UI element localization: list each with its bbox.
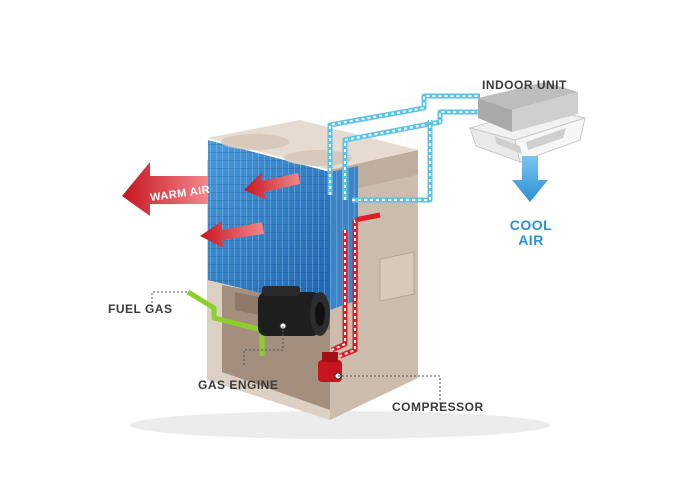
- cool-refrigerant-pipes: [327, 93, 486, 203]
- label-fuel-gas: FUEL GAS: [108, 302, 173, 316]
- warm-air-arrow-small-1: [244, 172, 300, 200]
- indoor-unit-cassette: [468, 82, 587, 163]
- ground-shadow: [130, 411, 550, 439]
- label-gas-engine: GAS ENGINE: [198, 378, 279, 392]
- cool-air-arrow: [512, 156, 548, 202]
- fan-top: [221, 134, 289, 150]
- label-compressor: COMPRESSOR: [392, 400, 484, 414]
- leader-lines: [151, 291, 441, 404]
- warm-air-arrow: [122, 162, 208, 216]
- hot-refrigerant-pipes: [330, 212, 381, 359]
- outdoor-unit-top: [207, 120, 418, 170]
- label-cool-air: COOL AIR: [506, 218, 556, 248]
- label-indoor-unit: INDOOR UNIT: [482, 78, 567, 92]
- warm-air-arrow-small-2: [200, 221, 264, 248]
- label-cool-air-line1: COOL: [509, 217, 553, 233]
- fuel-gas-line: [186, 289, 265, 356]
- side-panel: [379, 251, 415, 302]
- gas-engine: [258, 286, 330, 336]
- label-cool-air-line2: AIR: [518, 232, 544, 248]
- compressor: [318, 352, 342, 382]
